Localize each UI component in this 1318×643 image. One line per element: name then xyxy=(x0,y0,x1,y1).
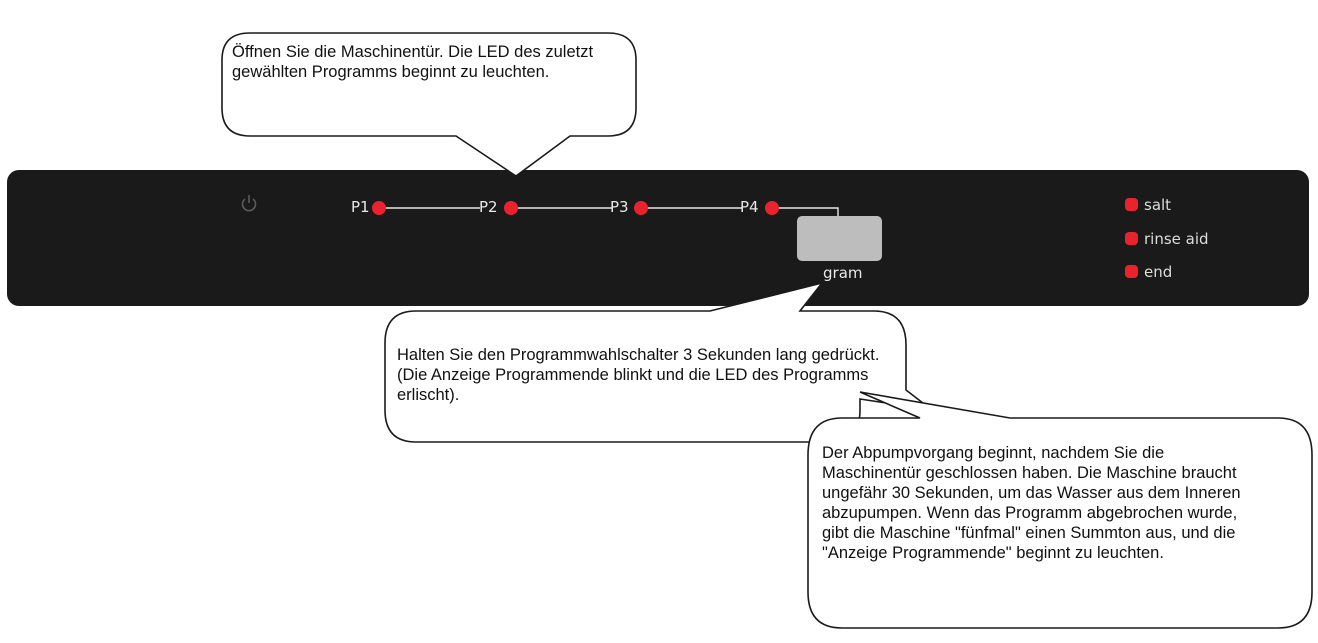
program-label-p4: P4 xyxy=(740,198,759,216)
program-label-p2: P2 xyxy=(479,198,498,216)
program-led-p1 xyxy=(372,201,386,215)
program-connector-line xyxy=(386,207,839,216)
indicator-label-end: end xyxy=(1144,263,1173,281)
callout-text-drain: Der Abpumpvorgang beginnt, nachdem Sie d… xyxy=(822,444,1241,562)
indicator-led-rinse-aid xyxy=(1125,232,1138,245)
program-label-p1: P1 xyxy=(351,198,370,216)
callout-text-hold-button: Halten Sie den Programmwahlschalter 3 Se… xyxy=(397,346,880,404)
indicator-led-salt xyxy=(1125,198,1138,211)
callout-text-open-door: Öffnen Sie die Maschinentür. Die LED des… xyxy=(232,43,594,81)
program-button-label: gram xyxy=(823,264,863,282)
control-panel xyxy=(7,170,1309,306)
program-led-p2 xyxy=(504,201,518,215)
program-label-p3: P3 xyxy=(610,198,629,216)
program-button[interactable] xyxy=(797,216,882,261)
indicator-led-end xyxy=(1125,265,1138,278)
power-icon xyxy=(241,195,257,212)
program-led-p4 xyxy=(765,201,779,215)
indicator-label-rinse-aid: rinse aid xyxy=(1144,230,1209,248)
callout-bubble-open-door xyxy=(221,32,637,177)
program-led-p3 xyxy=(634,201,648,215)
indicator-label-salt: salt xyxy=(1144,196,1172,214)
callout-bubble-drain xyxy=(807,391,1313,629)
